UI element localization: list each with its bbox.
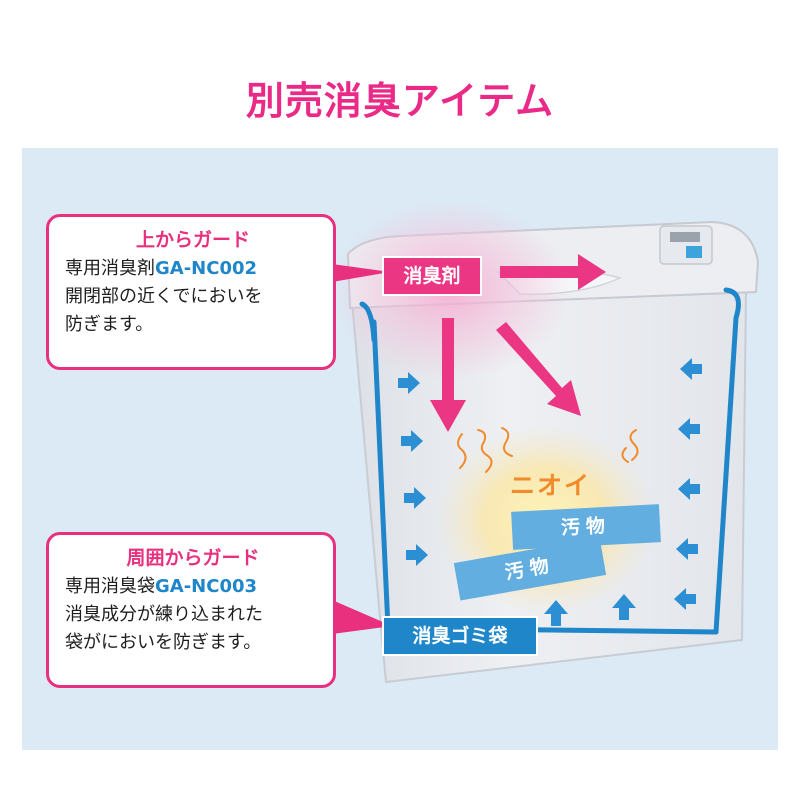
deodorant-arrows (430, 254, 606, 432)
callout-surround-guard: 周囲からガード 専用消臭袋GA-NC003 消臭成分が練り込まれた 袋がにおいを… (46, 532, 336, 688)
page-title: 別売消臭アイテム (245, 79, 555, 123)
indicator-light (686, 246, 702, 258)
side-arrows-left (398, 372, 428, 566)
callout-bottom-line2: 消臭成分が練り込まれた (65, 604, 263, 625)
side-arrows-right (674, 358, 702, 610)
arrow-down (430, 318, 466, 432)
deodorant-bag-tag: 消臭ゴミ袋 (382, 616, 538, 656)
callout-bottom-line3: 袋がにおいを防ぎます。 (65, 632, 262, 653)
callout-pointer-top (332, 264, 390, 282)
deodorant-tag: 消臭剤 (382, 256, 482, 296)
sensor-window (670, 232, 700, 242)
control-panel (659, 225, 713, 265)
callout-top-line1: 専用消臭剤GA-NC002 (65, 255, 321, 283)
arrow-diagonal (496, 322, 581, 416)
bag-outline (359, 287, 741, 635)
callout-pointer-bottom (332, 600, 392, 634)
callout-top-heading: 上からガード (135, 229, 250, 251)
odor-squiggle-icon (457, 427, 639, 473)
product-name: 専用消臭袋 (65, 576, 155, 597)
callout-top-line3: 防ぎます。 (65, 314, 154, 335)
arrow-right (500, 254, 606, 290)
callout-bottom-line1: 専用消臭袋GA-NC003 (65, 573, 321, 601)
bottom-arrows (544, 594, 636, 626)
product-code: GA-NC002 (155, 258, 258, 279)
callout-top-line2: 開閉部の近くでにおいを (65, 286, 263, 307)
callout-top-guard: 上からガード 専用消臭剤GA-NC002 開閉部の近くでにおいを 防ぎます。 (46, 214, 336, 370)
callout-bottom-heading: 周囲からガード (126, 547, 260, 569)
product-code: GA-NC003 (155, 576, 258, 597)
product-name: 専用消臭剤 (65, 258, 155, 279)
odor-label: ニオイ (510, 471, 592, 500)
